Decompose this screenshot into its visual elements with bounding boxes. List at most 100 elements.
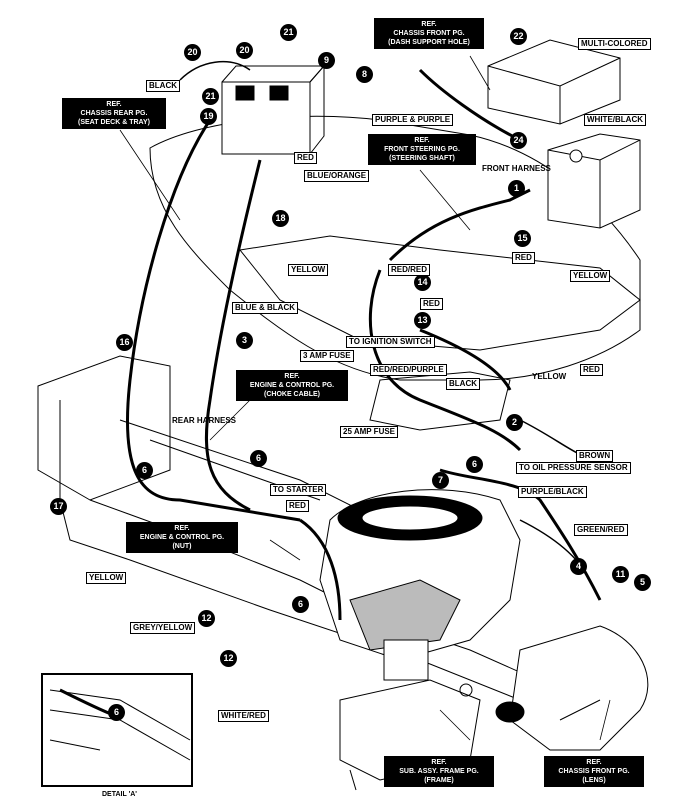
leader-nut-ref: [269, 539, 301, 561]
callout-22: 22: [510, 28, 527, 45]
callout-6c: 6: [466, 456, 483, 473]
callout-21a: 21: [280, 24, 297, 41]
callout-6b: 6: [250, 450, 267, 467]
ref-chassis-rear-line-2: CHASSIS REAR PG.: [80, 110, 148, 117]
label-red-top: RED: [294, 152, 317, 164]
ref-chassis-rear-line-1: REF.: [106, 101, 122, 108]
label-red-mid: RED: [420, 298, 443, 310]
instrument-module: [487, 39, 621, 125]
label-yellow-bottom: YELLOW: [86, 572, 127, 584]
ref-steering-line-2: FRONT STEERING PG.: [384, 146, 460, 153]
fuel-tank: [547, 133, 641, 229]
callout-4: 4: [570, 558, 587, 575]
leader-rear-ref: [119, 129, 181, 221]
harness-wire-3: [204, 159, 262, 512]
ref-dash-line-2: CHASSIS FRONT PG.: [393, 30, 465, 37]
callout-20a: 20: [184, 44, 201, 61]
label-brown: BROWN: [576, 450, 614, 462]
ref-nut-line-1: REF.: [174, 525, 190, 532]
label-multi-colored: MULTI-COLORED: [578, 38, 651, 50]
label-rear-harness: REAR HARNESS: [172, 416, 237, 425]
rear-harness-wire: [125, 119, 301, 522]
label-red-red-purple: RED/RED/PURPLE: [370, 364, 447, 376]
ref-sub-assy-frame: REF. SUB. ASSY. FRAME PG. (FRAME): [384, 756, 494, 787]
ref-chassis-rear: REF. CHASSIS REAR PG. (SEAT DECK & TRAY): [62, 98, 166, 129]
ref-lens-line-1: REF.: [586, 759, 602, 766]
front-harness-wire: [388, 188, 531, 262]
label-black-top: BLACK: [146, 80, 180, 92]
label-3-amp-fuse: 3 AMP FUSE: [300, 350, 354, 362]
label-red-red: RED/RED: [388, 264, 431, 276]
label-blue-black: BLUE & BLACK: [232, 302, 298, 314]
callout-15: 15: [514, 230, 531, 247]
label-to-ignition-switch: TO IGNITION SWITCH: [346, 336, 435, 348]
label-white-red: WHITE/RED: [218, 710, 269, 722]
label-detail-a: DETAIL 'A': [102, 791, 137, 798]
label-white-black: WHITE/BLACK: [584, 114, 646, 126]
callout-16: 16: [116, 334, 133, 351]
ignition-harness-wire: [419, 328, 512, 391]
leader-lens-ref: [599, 699, 611, 741]
ref-frame-line-2: SUB. ASSY. FRAME PG.: [399, 768, 479, 775]
callout-17: 17: [50, 498, 67, 515]
ref-engine-control-choke: REF. ENGINE & CONTROL PG. (CHOKE CABLE): [236, 370, 348, 401]
chassis-body-outline: [149, 115, 641, 381]
callout-3: 3: [236, 332, 253, 349]
black-battery-wire: [179, 60, 251, 81]
ref-nut-line-3: (NUT): [172, 543, 192, 550]
label-green-red: GREEN/RED: [574, 524, 628, 536]
label-blue-orange: BLUE/ORANGE: [304, 170, 370, 182]
footrest-outline: [239, 235, 641, 351]
ref-chassis-rear-line-3: (SEAT DECK & TRAY): [78, 119, 150, 126]
dash-panel-outline: [369, 371, 511, 431]
leader-choke-ref: [209, 399, 251, 441]
ref-front-steering: REF. FRONT STEERING PG. (STEERING SHAFT): [368, 134, 476, 165]
label-red-far-right: RED: [580, 364, 603, 376]
ref-dash-line-3: (DASH SUPPORT HOLE): [388, 39, 470, 46]
callout-6d: 6: [292, 596, 309, 613]
ref-frame-line-1: REF.: [431, 759, 447, 766]
ref-choke-line-1: REF.: [284, 373, 300, 380]
ref-dash-line-1: REF.: [421, 21, 437, 28]
dash-harness-wire: [418, 68, 521, 142]
ref-steering-line-3: (STEERING SHAFT): [389, 155, 455, 162]
callout-9: 9: [318, 52, 335, 69]
front-bumper: [495, 625, 649, 751]
label-front-harness: FRONT HARNESS: [482, 164, 551, 173]
ref-frame-line-3: (FRAME): [424, 777, 454, 784]
callout-24: 24: [510, 132, 527, 149]
leader-frame-ref: [439, 709, 471, 741]
callout-21b: 21: [202, 88, 219, 105]
label-to-starter: TO STARTER: [270, 484, 327, 496]
callout-6e: 6: [108, 704, 125, 721]
callout-8: 8: [356, 66, 373, 83]
ref-chassis-front-lens: REF. CHASSIS FRONT PG. (LENS): [544, 756, 644, 787]
label-to-oil-pressure-sensor: TO OIL PRESSURE SENSOR: [516, 462, 631, 474]
callout-20b: 20: [236, 42, 253, 59]
ref-engine-control-nut: REF. ENGINE & CONTROL PG. (NUT): [126, 522, 238, 553]
ref-choke-line-2: ENGINE & CONTROL PG.: [249, 382, 335, 389]
callout-14: 14: [414, 274, 431, 291]
ref-chassis-front-dash: REF. CHASSIS FRONT PG. (DASH SUPPORT HOL…: [374, 18, 484, 49]
label-purple-black: PURPLE/BLACK: [518, 486, 587, 498]
callout-5: 5: [634, 574, 651, 591]
label-yellow-right: YELLOW: [570, 270, 611, 282]
leader-dash-ref: [469, 55, 491, 91]
callout-11: 11: [612, 566, 629, 583]
ref-steering-line-1: REF.: [414, 137, 430, 144]
callout-2: 2: [506, 414, 523, 431]
label-black-mid: BLACK: [446, 378, 480, 390]
label-25-amp-fuse: 25 AMP FUSE: [340, 426, 399, 438]
callout-6a: 6: [136, 462, 153, 479]
ref-lens-line-2: CHASSIS FRONT PG.: [558, 768, 630, 775]
ref-lens-line-3: (LENS): [582, 777, 606, 784]
leader-steering-ref: [419, 169, 471, 231]
callout-19: 19: [200, 108, 217, 125]
label-red-starter: RED: [286, 500, 309, 512]
ref-nut-line-2: ENGINE & CONTROL PG.: [139, 534, 225, 541]
callout-12b: 12: [220, 650, 237, 667]
label-grey-yellow: GREY/YELLOW: [130, 622, 196, 634]
callout-7: 7: [432, 472, 449, 489]
